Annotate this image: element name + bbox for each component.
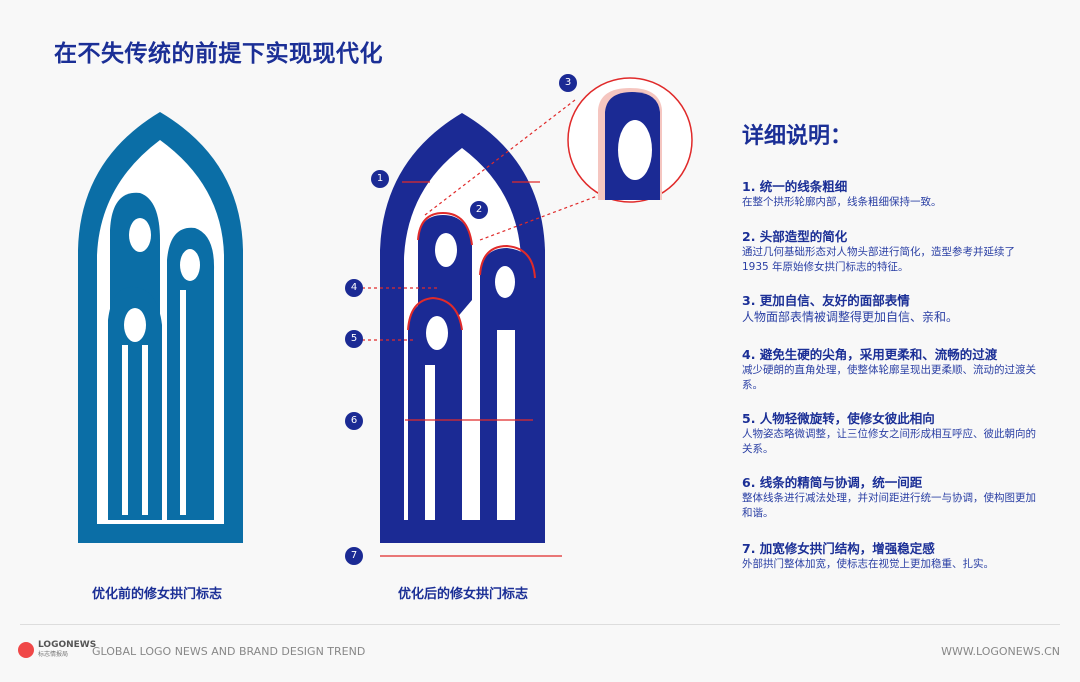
detail-text: 减少硬朗的直角处理，使整体轮廓呈现出更柔顺、流动的过渡关系。 xyxy=(742,364,1036,391)
brand-sub: 标志情报局 xyxy=(38,651,69,658)
detail-item-4: 4. 避免生硬的尖角，采用更柔和、流畅的过渡减少硬朗的直角处理，使整体轮廓呈现出… xyxy=(742,346,1042,393)
detail-text: 整体线条进行减法处理，并对间距进行统一与协调，使构图更加和谐。 xyxy=(742,492,1036,519)
detail-heading: 6. 线条的精简与协调，统一间距 xyxy=(742,475,923,490)
logonews-icon xyxy=(18,642,34,658)
detail-item-6: 6. 线条的精简与协调，统一间距整体线条进行减法处理，并对间距进行统一与协调，使… xyxy=(742,474,1042,521)
detail-text: 外部拱门整体加宽，使标志在视觉上更加稳重、扎实。 xyxy=(742,558,994,570)
marker-7: 7 xyxy=(345,547,363,565)
detail-heading: 4. 避免生硬的尖角，采用更柔和、流畅的过渡 xyxy=(742,347,998,362)
zoom-circle xyxy=(567,77,693,203)
footer-divider xyxy=(20,624,1060,625)
detail-item-2: 2. 头部造型的简化通过几何基础形态对人物头部进行简化，造型参考并延续了 193… xyxy=(742,228,1042,275)
detail-text: 人物姿态略微调整，让三位修女之间形成相互呼应、彼此朝向的关系。 xyxy=(742,428,1036,455)
details-title: 详细说明： xyxy=(742,124,853,149)
old-logo xyxy=(78,112,243,543)
marker-5: 5 xyxy=(345,330,363,348)
annotations xyxy=(362,99,601,557)
marker-1: 1 xyxy=(371,170,389,188)
detail-text: 人物面部表情被调整得更加自信、亲和。 xyxy=(742,310,959,324)
detail-heading: 1. 统一的线条粗细 xyxy=(742,179,848,194)
detail-heading: 7. 加宽修女拱门结构，增强稳定感 xyxy=(742,541,935,556)
caption-after: 优化后的修女拱门标志 xyxy=(398,587,529,602)
detail-text: 通过几何基础形态对人物头部进行简化，造型参考并延续了 1935 年原始修女拱门标… xyxy=(742,246,1015,273)
caption-before: 优化前的修女拱门标志 xyxy=(92,587,223,602)
detail-item-1: 1. 统一的线条粗细在整个拱形轮廓内部，线条粗细保持一致。 xyxy=(742,178,1042,210)
footer-logo[interactable]: LOGONEWS 标志情报局 xyxy=(18,641,96,659)
footer-url[interactable]: WWW.LOGONEWS.CN xyxy=(941,645,1060,658)
detail-item-7: 7. 加宽修女拱门结构，增强稳定感外部拱门整体加宽，使标志在视觉上更加稳重、扎实… xyxy=(742,540,1042,572)
marker-4: 4 xyxy=(345,279,363,297)
footer-tagline: GLOBAL LOGO NEWS AND BRAND DESIGN TREND xyxy=(92,645,366,658)
detail-item-5: 5. 人物轻微旋转，使修女彼此相向人物姿态略微调整，让三位修女之间形成相互呼应、… xyxy=(742,410,1042,457)
page-title: 在不失传统的前提下实现现代化 xyxy=(54,41,383,67)
new-logo xyxy=(380,113,545,543)
detail-heading: 2. 头部造型的简化 xyxy=(742,229,848,244)
detail-item-3: 3. 更加自信、友好的面部表情人物面部表情被调整得更加自信、亲和。 xyxy=(742,292,1042,326)
marker-6: 6 xyxy=(345,412,363,430)
detail-heading: 3. 更加自信、友好的面部表情 xyxy=(742,293,910,308)
marker-3: 3 xyxy=(559,74,577,92)
brand-name: LOGONEWS xyxy=(38,640,97,650)
detail-heading: 5. 人物轻微旋转，使修女彼此相向 xyxy=(742,411,935,426)
marker-2: 2 xyxy=(470,201,488,219)
detail-text: 在整个拱形轮廓内部，线条粗细保持一致。 xyxy=(742,196,942,208)
